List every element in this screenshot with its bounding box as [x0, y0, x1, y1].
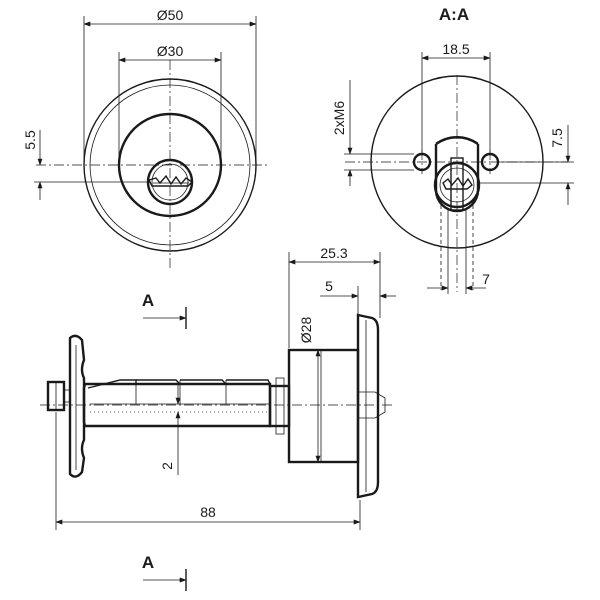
- section-key-icon: [442, 176, 473, 190]
- section-key-plug-inner: [439, 167, 475, 203]
- tailpiece-seg-4: [226, 379, 271, 385]
- section-marker-bottom: A: [142, 553, 154, 572]
- side-dim-label-2: 2: [159, 462, 175, 470]
- section-key-plug: [433, 161, 481, 209]
- side-key-front: [374, 391, 386, 419]
- section-dim-label-7: 7: [482, 271, 490, 287]
- side-cylinder-body: [287, 348, 360, 464]
- section-body-arc-top: [435, 136, 479, 145]
- side-back-plate: [68, 334, 86, 478]
- front-view: Ø50 Ø30 5.5: [22, 7, 268, 270]
- section-dim-label-75: 7.5: [549, 128, 565, 148]
- side-dim-label-88: 88: [200, 504, 216, 520]
- side-dim-label-28: Ø28: [298, 317, 314, 344]
- front-dim-label-55: 5.5: [22, 130, 38, 150]
- side-dim-label-5: 5: [325, 278, 333, 294]
- section-dim-label-185: 18.5: [442, 41, 469, 57]
- section-dim-label-m6: 2xM6: [331, 101, 347, 135]
- side-spindle-collar: [268, 384, 291, 428]
- tailpiece-seg-3: [180, 379, 227, 385]
- side-spindle-nut: [275, 377, 285, 435]
- front-dim-label-50: Ø50: [157, 7, 184, 23]
- key-blade-icon: [147, 174, 194, 187]
- side-view: A A: [40, 245, 396, 591]
- side-tailpiece: [82, 379, 272, 428]
- side-dim-label-253: 25.3: [320, 245, 347, 261]
- tailpiece-seg-2: [136, 379, 181, 385]
- section-marker-top: A: [142, 291, 154, 310]
- section-view: A:A 18.5 2xM6: [331, 5, 574, 294]
- front-key-plug-inner: [151, 163, 189, 201]
- section-view-title: A:A: [439, 5, 469, 24]
- side-flange: [356, 313, 380, 499]
- front-dim-label-30: Ø30: [157, 43, 184, 59]
- front-rim-inner-edge: [89, 84, 251, 246]
